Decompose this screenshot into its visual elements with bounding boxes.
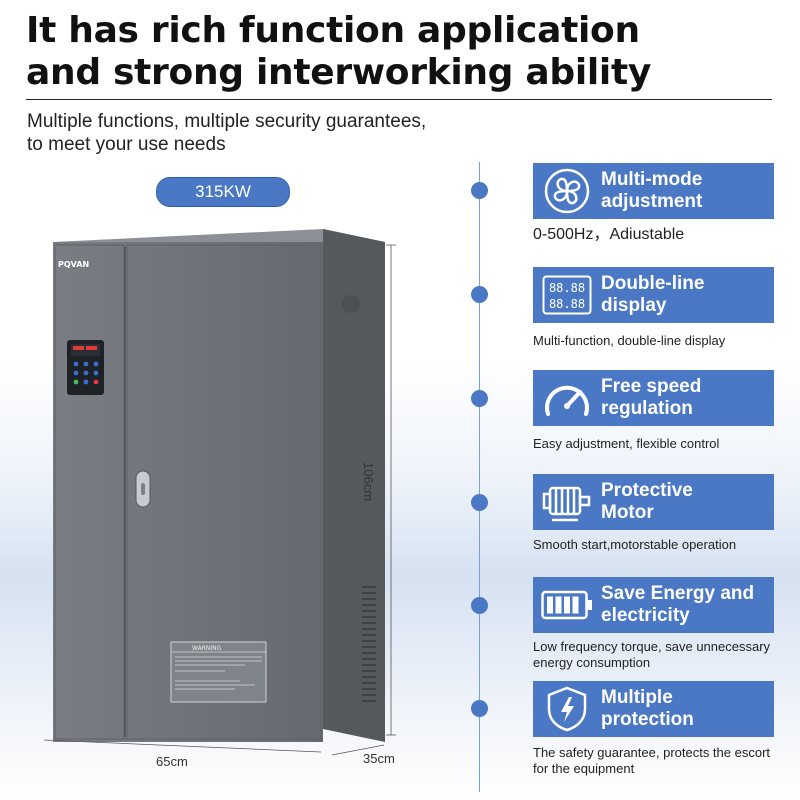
model-badge: 315KW [156,177,290,207]
feature-title: regulation [601,398,693,419]
depth-dimension: 35cm [363,751,395,766]
fan-mode-icon [541,165,593,217]
feature-description: Easy adjustment, flexible control [533,436,720,451]
feature-title: Multiple [601,687,673,708]
feature-title: Double-line [601,273,705,294]
feature-title: display [601,295,667,316]
dimension-lines [43,244,396,756]
motor-icon [541,476,593,528]
title-line-2: and strong interworking ability [26,52,652,93]
feature-card-free-speed: Free speed regulation [533,370,774,426]
feature-title: Multi-mode [601,169,703,190]
title-divider [26,99,772,100]
page-title: It has rich function application and str… [26,10,651,94]
feature-title: Save Energy and [601,583,755,604]
feature-title: Motor [601,502,654,523]
feature-title: adjustment [601,191,703,212]
feature-card-multi-mode: Multi-mode adjustment [533,163,774,219]
keypad-panel [67,340,104,395]
height-dimension: 106cm [361,462,376,502]
svg-text:88.88: 88.88 [549,281,585,295]
speedometer-icon [541,372,593,424]
feature-title: electricity [601,605,690,626]
subtitle-line-1: Multiple functions, multiple security gu… [27,111,427,132]
timeline-dot [471,494,488,511]
warning-label: WARNING [170,641,267,703]
feature-title: Free speed [601,376,702,397]
feature-description: The safety guarantee, protects the escor… [533,745,771,776]
brand-logo: PQVAN [58,260,89,269]
width-dimension: 65cm [156,754,188,769]
feature-description: Multi-function, double-line display [533,333,726,348]
timeline-dot [471,286,488,303]
feature-card-multiple-protection: Multiple protection [533,681,774,737]
svg-text:88.88: 88.88 [549,297,585,311]
subtitle-line-2: to meet your use needs [27,134,226,155]
inverter-cabinet-image: PQVAN WARNING [43,229,396,756]
title-line-1: It has rich function application [26,10,640,51]
cabinet-side [323,229,385,742]
timeline-line [479,162,480,792]
feature-title: Protective [601,480,693,501]
subtitle: Multiple functions, multiple security gu… [27,110,487,156]
shield-icon [541,683,593,735]
battery-icon [541,579,593,631]
svg-text:WARNING: WARNING [192,645,222,652]
timeline-dot [471,597,488,614]
display-icon: 88.88 88.88 [541,269,593,321]
feature-description: Smooth start,motorstable operation [533,537,737,552]
feature-card-double-line: 88.88 88.88 Double-line display [533,267,774,323]
timeline-dot [471,700,488,717]
feature-description: Low frequency torque, save unnecessary e… [533,639,771,670]
feature-card-protective-motor: Protective Motor [533,474,774,530]
timeline-dot [471,182,488,199]
feature-card-save-energy: Save Energy and electricity [533,577,774,633]
feature-title: protection [601,709,694,730]
feature-description: 0-500Hz，Adiustable [533,226,685,243]
timeline-dot [471,390,488,407]
